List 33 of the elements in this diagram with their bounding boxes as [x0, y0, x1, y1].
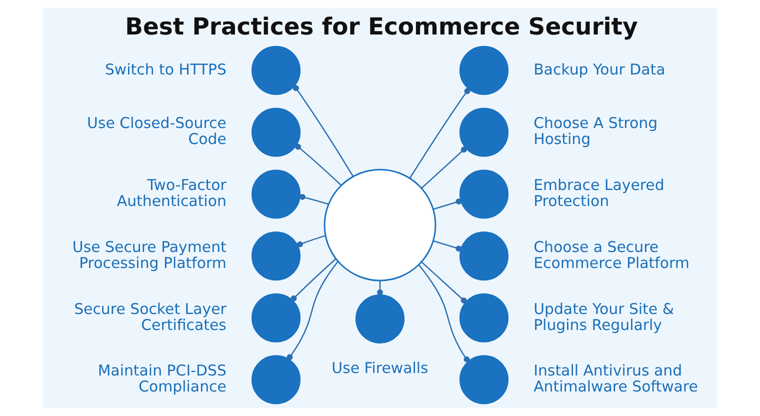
connector [418, 264, 470, 362]
connector [377, 280, 383, 296]
diagram-title: Best Practices for Ecommerce Security [125, 12, 638, 40]
connector [433, 198, 462, 210]
node-circle [324, 168, 436, 282]
node-label: Install Antivirus and Antimalware Software [534, 362, 698, 396]
node-label: Secure Socket Layer Certificates [74, 300, 226, 334]
connector [286, 261, 338, 360]
connector [421, 146, 467, 189]
connector [290, 258, 336, 302]
node-label: Use Firewalls [332, 358, 428, 377]
node-label: Choose A Strong Hosting [534, 114, 658, 148]
connector [433, 240, 462, 252]
node-label: Switch to HTTPS [104, 60, 226, 78]
node-label: Two-Factor Authentication [116, 176, 226, 210]
node-circle [459, 170, 508, 219]
connector [292, 85, 354, 177]
connector [296, 235, 326, 248]
node-label: Update Your Site & Plugins Regularly [534, 300, 674, 334]
connector [300, 194, 329, 205]
node-circle [459, 231, 508, 281]
node-circle [252, 170, 301, 219]
node-label: Maintain PCI-DSS Compliance [98, 362, 226, 396]
node-circle [252, 231, 301, 281]
connector [295, 144, 342, 186]
node-label: Backup Your Data [534, 60, 666, 78]
node-label: Use Secure Payment Processing Platform [72, 238, 226, 272]
node-label: Embrace Layered Protection [534, 176, 664, 210]
node-label: Use Closed-Source Code [87, 114, 226, 148]
connector [421, 262, 467, 304]
node-circle [355, 294, 405, 344]
connector [409, 88, 470, 178]
node-label: Choose a Secure Ecommerce Platform [534, 238, 690, 272]
